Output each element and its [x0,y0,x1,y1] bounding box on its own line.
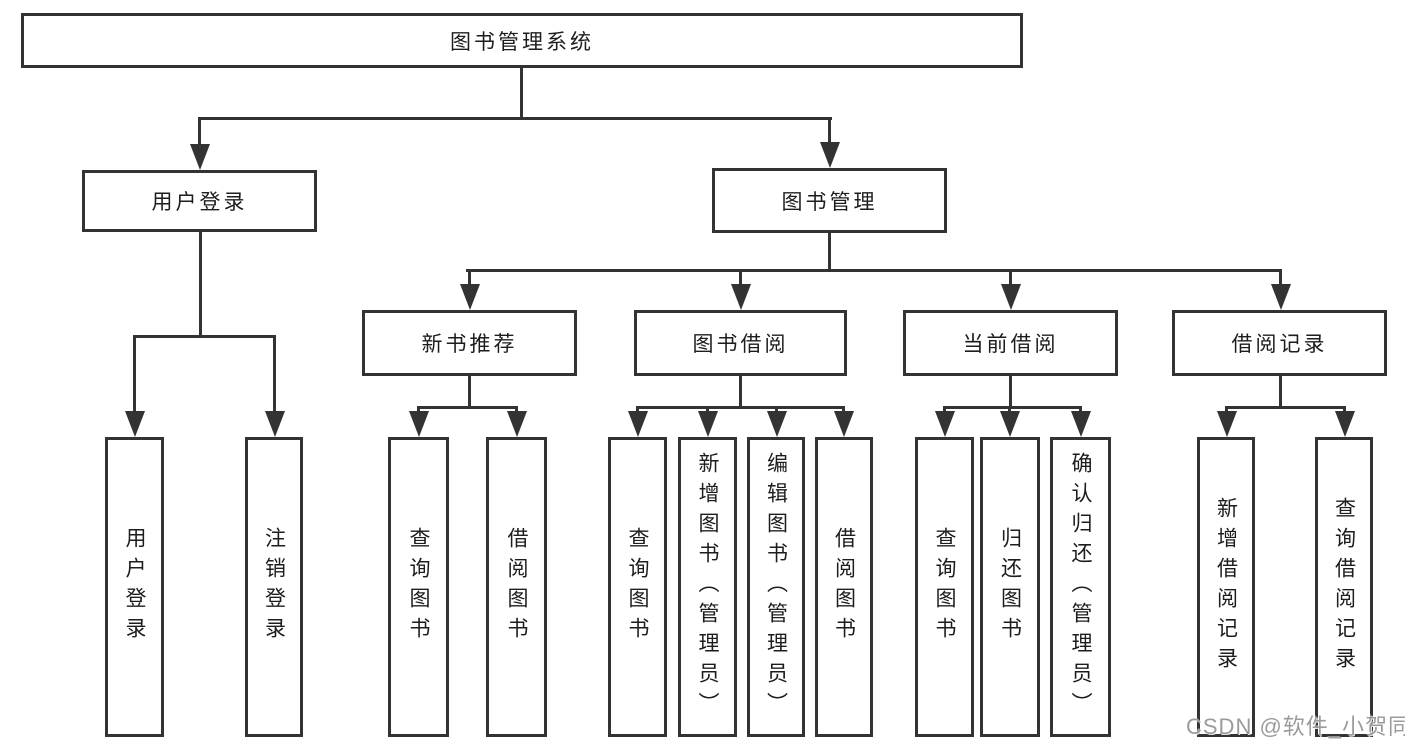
node-label: 图书管理系统 [450,30,594,54]
arrow-down-icon [833,406,854,437]
node-label: 图书管理 [781,190,878,214]
arrow-down-icon [459,269,480,310]
arrow-down-icon [766,406,787,437]
connector-line [1279,376,1282,409]
arrow-down-icon [124,335,145,437]
leaf-label: 新增借阅记录 [1214,497,1238,677]
connector-line [466,269,1281,272]
leaf-query-books: 查询图书 [608,437,667,737]
leaf-label: 新增图书（管理员） [696,452,719,722]
arrow-down-icon [1334,406,1355,437]
leaf-label: 注销登录 [262,527,286,647]
connector-line [133,335,276,338]
arrow-down-icon [1270,269,1291,310]
arrow-down-icon [1216,406,1237,437]
connector-line [199,232,202,338]
node-book-management: 图书管理 [712,168,947,233]
leaf-borrow-books: 借阅图书 [815,437,873,737]
connector-line [198,117,832,120]
arrow-down-icon [1070,406,1091,437]
node-label: 图书借阅 [692,333,789,356]
arrow-down-icon [819,117,840,168]
connector-line [468,376,471,409]
connector-line [1225,406,1345,409]
leaf-return-books: 归还图书 [980,437,1040,737]
leaf-logout-login: 注销登录 [245,437,303,737]
node-new-book-recommendation: 新书推荐 [362,310,577,376]
node-label: 借阅记录 [1231,333,1328,356]
node-label: 当前借阅 [962,333,1059,356]
leaf-query-books: 查询图书 [915,437,974,737]
leaf-label: 用户登录 [123,527,146,647]
connector-line [636,406,845,409]
arrow-down-icon [189,117,210,170]
connector-line [828,233,831,272]
leaf-label: 编辑图书（管理员） [764,452,788,722]
csdn-watermark: CSDN @软件_小贺同学 [1186,714,1405,739]
arrow-down-icon [506,406,527,437]
arrow-down-icon [697,406,718,437]
leaf-label: 借阅图书 [505,527,528,647]
leaf-label: 借阅图书 [832,527,856,647]
node-label: 用户登录 [151,191,248,214]
connector-line [417,406,517,409]
leaf-query-books: 查询图书 [388,437,449,737]
arrow-down-icon [1000,269,1021,310]
arrow-down-icon [999,406,1020,437]
connector-line [739,376,742,409]
leaf-label: 归还图书 [998,527,1022,647]
leaf-add-borrow-record: 新增借阅记录 [1197,437,1255,737]
leaf-user-login: 用户登录 [105,437,164,737]
leaf-edit-books-admin: 编辑图书（管理员） [747,437,805,737]
node-user-login: 用户登录 [82,170,317,232]
connector-line [943,406,1081,409]
node-library-system: 图书管理系统 [21,13,1023,68]
node-label: 新书推荐 [421,333,518,356]
leaf-borrow-books: 借阅图书 [486,437,547,737]
arrow-down-icon [730,269,751,310]
arrow-down-icon [627,406,648,437]
connector-line [520,68,523,118]
node-borrowing-records: 借阅记录 [1172,310,1387,376]
arrow-down-icon [934,406,955,437]
leaf-label: 查询图书 [933,527,956,647]
leaf-confirm-return-admin: 确认归还（管理员） [1050,437,1111,737]
connector-line [1009,376,1012,409]
leaf-label: 查询借阅记录 [1332,497,1356,677]
leaf-label: 确认归还（管理员） [1069,452,1092,722]
arrow-down-icon [408,406,429,437]
leaf-label: 查询图书 [626,527,649,647]
leaf-add-books-admin: 新增图书（管理员） [678,437,737,737]
node-current-borrowing: 当前借阅 [903,310,1118,376]
leaf-query-borrow-record: 查询借阅记录 [1315,437,1373,737]
node-book-borrowing: 图书借阅 [634,310,847,376]
leaf-label: 查询图书 [407,527,430,647]
arrow-down-icon [264,335,285,437]
